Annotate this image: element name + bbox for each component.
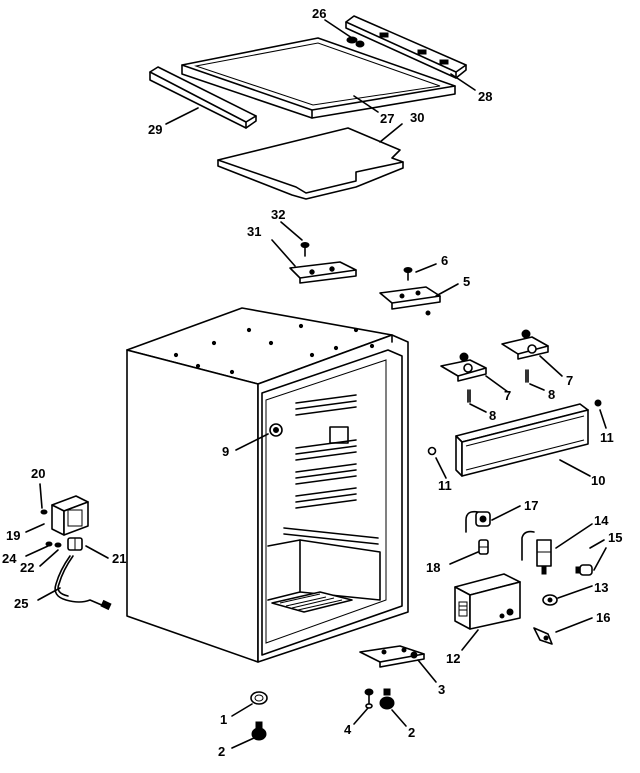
callout-24: 24 [2,551,17,566]
part-28-trim-strip [345,15,467,79]
callout-31: 31 [247,224,261,239]
part-8-pin-left [467,389,471,403]
callout-11b: 11 [438,478,452,493]
callout-6: 6 [441,253,448,268]
callout-32: 32 [271,207,285,222]
part-2-leveler-left [251,721,267,741]
callout-9: 9 [222,444,229,459]
callout-12: 12 [446,651,460,666]
callout-17: 17 [524,498,538,513]
callout-14: 14 [594,513,609,528]
callout-8b: 8 [548,387,555,402]
part-6-screw [403,267,413,281]
part-21-cord-clip [67,537,83,551]
part-30-insulation-panel [217,127,404,200]
part-9-grommet [269,423,283,437]
part-10-door-panel [455,403,589,477]
part-8-pin-right [525,369,529,383]
callout-7b: 7 [566,373,573,388]
part-26-clip [346,36,365,48]
callout-18: 18 [426,560,440,575]
callout-13: 13 [594,580,608,595]
part-24-screw [45,541,53,547]
callout-28: 28 [478,89,492,104]
part-22-screw [54,542,62,548]
callout-21: 21 [112,551,126,566]
part-32-screw [300,242,310,257]
callout-2b: 2 [408,725,415,740]
callout-7a: 7 [504,388,511,403]
part-14-relay [521,530,552,575]
part-19-screw [40,509,48,515]
cabinet [126,307,409,663]
callout-16: 16 [596,610,610,625]
callout-2a: 2 [218,744,225,759]
top-screw-dots [173,323,375,375]
callout-20: 20 [31,466,45,481]
leader-lines [25,19,607,749]
part-17-thermostat [465,510,491,533]
callout-25: 25 [14,596,28,611]
callout-5: 5 [463,274,470,289]
part-16-clip [533,627,553,645]
part-7-hinge-left [440,352,487,382]
part-4-bolt [364,688,374,709]
callout-27: 27 [380,111,394,126]
part-29-trim-strip [149,66,257,129]
part-20-junction-box [51,495,89,536]
part-3-bottom-hinge [359,645,425,668]
part-12-control-box [454,573,521,630]
part-27-top-panel [181,37,456,119]
callout-10: 10 [591,473,605,488]
callout-3: 3 [438,682,445,697]
part-2-leveler-right [379,688,395,710]
part-11-screw-right [594,399,602,407]
part-18-knob [478,539,489,555]
part-25-power-cord [54,555,112,611]
callout-30: 30 [410,110,424,125]
part-5-hinge [379,286,441,316]
callout-8a: 8 [489,408,496,423]
callout-1: 1 [220,712,227,727]
callout-15: 15 [608,530,622,545]
lower-compartment [267,539,381,613]
part-31-bracket [289,261,357,284]
callout-labels: 26 28 29 27 30 32 31 6 5 7 7 8 8 11 11 1… [2,6,622,759]
part-11-screw-left [427,446,437,456]
callout-19: 19 [6,528,20,543]
callout-26: 26 [312,6,326,21]
part-7-hinge-right [501,329,549,360]
callout-22: 22 [20,560,34,575]
callout-11a: 11 [600,430,614,445]
callout-4: 4 [344,722,352,737]
callout-29: 29 [148,122,162,137]
part-15-overload [575,564,593,576]
part-1-foot [250,691,268,705]
interior-ribs [283,394,379,545]
part-13-grommet [542,594,558,606]
